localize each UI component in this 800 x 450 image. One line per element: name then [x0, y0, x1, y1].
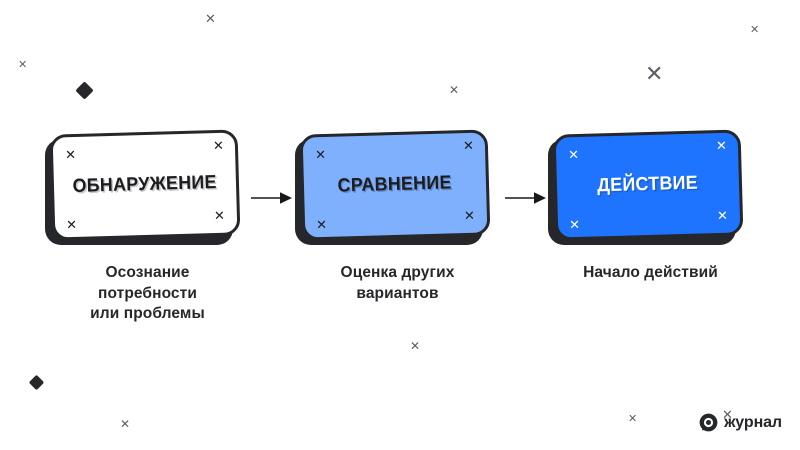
- corner-x-icon: ✕: [716, 207, 729, 224]
- flow-step-discovery: ✕ ✕ ✕ ✕ ОБНАРУЖЕНИЕ Осознание потребност…: [45, 129, 250, 322]
- brand-logo-text: журнал: [724, 413, 782, 431]
- journal-logo-mark-icon: [699, 413, 718, 432]
- step-caption-comparison: Оценка других вариантов: [295, 263, 500, 304]
- sparkle-icon: ✕: [628, 413, 638, 425]
- step-card-title: ОБНАРУЖЕНИЕ: [72, 171, 218, 198]
- diamond-icon: [75, 81, 94, 100]
- corner-x-icon: ✕: [213, 207, 226, 224]
- sparkle-icon: ✕: [645, 61, 664, 86]
- sparkle-icon: ✕: [205, 11, 216, 26]
- flow-step-comparison: ✕ ✕ ✕ ✕ СРАВНЕНИЕ Оценка других варианто…: [295, 129, 500, 302]
- caption-line: Оценка других: [340, 264, 455, 281]
- corner-x-icon: ✕: [212, 137, 225, 154]
- corner-x-icon: ✕: [715, 137, 728, 154]
- step-card-title: СРАВНЕНИЕ: [337, 172, 453, 197]
- arrow-right-icon: [251, 189, 293, 207]
- caption-line: или проблемы: [90, 305, 205, 323]
- diamond-icon: [28, 374, 45, 391]
- flow-step-action: ✕ ✕ ✕ ✕ ДЕЙСТВИЕ Начало действий: [548, 129, 753, 281]
- step-card-title: ДЕЙСТВИЕ: [597, 172, 699, 197]
- corner-x-icon: ✕: [568, 216, 581, 233]
- step-caption-action: Начало действий: [548, 263, 753, 284]
- sparkle-icon: ✕: [120, 417, 131, 431]
- corner-x-icon: ✕: [462, 137, 475, 154]
- card-wrapper: ✕ ✕ ✕ ✕ СРАВНЕНИЕ: [295, 129, 491, 245]
- sparkle-icon: ✕: [449, 83, 460, 97]
- caption-line: потребности: [98, 284, 197, 302]
- corner-x-icon: ✕: [64, 146, 77, 163]
- sparkle-icon: ✕: [18, 59, 28, 71]
- sparkle-icon: ✕: [410, 339, 421, 353]
- corner-x-icon: ✕: [65, 216, 78, 233]
- brand-logo: журнал: [699, 413, 782, 432]
- corner-x-icon: ✕: [314, 146, 327, 163]
- step-caption-discovery: Осознание потребности или проблемы: [45, 263, 250, 325]
- caption-line: Осознание: [105, 264, 190, 281]
- step-card-discovery[interactable]: ✕ ✕ ✕ ✕ ОБНАРУЖЕНИЕ: [49, 129, 241, 241]
- caption-line: вариантов: [356, 284, 439, 302]
- corner-x-icon: ✕: [463, 207, 476, 224]
- corner-x-icon: ✕: [315, 216, 328, 233]
- corner-x-icon: ✕: [567, 146, 580, 163]
- step-card-action[interactable]: ✕ ✕ ✕ ✕ ДЕЙСТВИЕ: [552, 129, 744, 241]
- step-card-comparison[interactable]: ✕ ✕ ✕ ✕ СРАВНЕНИЕ: [299, 129, 491, 241]
- arrow-right-icon: [505, 189, 547, 207]
- caption-line: Начало действий: [583, 264, 718, 281]
- card-wrapper: ✕ ✕ ✕ ✕ ОБНАРУЖЕНИЕ: [45, 129, 241, 245]
- card-wrapper: ✕ ✕ ✕ ✕ ДЕЙСТВИЕ: [548, 129, 744, 245]
- sparkle-icon: ✕: [750, 24, 760, 36]
- process-flow-diagram: ✕ ✕ ✕ ✕ ОБНАРУЖЕНИЕ Осознание потребност…: [0, 129, 800, 332]
